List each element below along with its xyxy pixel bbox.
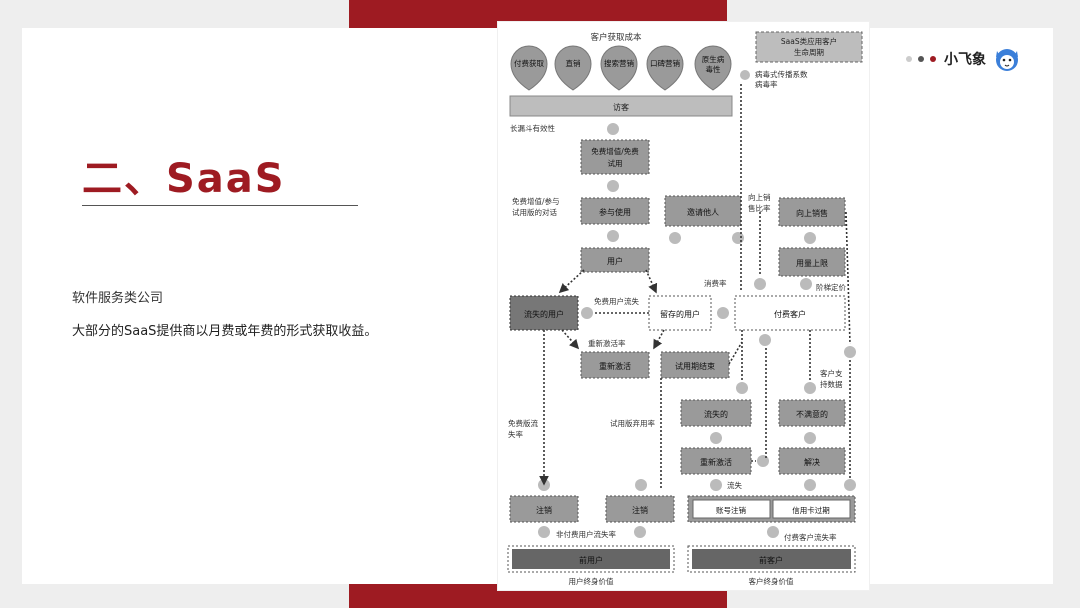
brand-name: 小飞象 [944,52,986,68]
svg-text:付费客户: 付费客户 [774,309,806,319]
channel-pin-paid: 付费获取 [510,45,548,91]
svg-text:邀请他人: 邀请他人 [687,207,719,217]
svg-text:用量上限: 用量上限 [796,259,828,268]
body-text-2: 大部分的SaaS提供商以月费或年费的形式获取收益。 [72,324,378,339]
title-underline [82,205,358,206]
retained-users-box: 留存的用户 [648,295,712,331]
upsell-box: 向上销售 [778,197,846,227]
svg-text:用户: 用户 [607,256,623,266]
paying-churn-label: 付费客户流失率 [784,532,837,542]
svg-text:注销: 注销 [632,505,648,515]
svg-text:流失的用户: 流失的用户 [524,309,564,319]
svg-text:解决: 解决 [804,457,820,467]
svg-text:试用: 试用 [608,158,623,168]
usage-limit-box: 用量上限 [778,247,846,277]
free-churn-label: 免费用户流失 [594,296,639,306]
cancel-box-2: 注销 [605,495,675,523]
unsatisfied-box: 不满意的 [778,399,846,427]
brand-dot-1 [906,56,912,62]
convo-label-2: 试用版的对话 [512,207,557,217]
churned-users-box: 流失的用户 [509,295,579,331]
reactivate2-box: 重新激活 [680,447,752,475]
convo-label-1: 免费增值/参与 [512,196,560,206]
viral-label-2: 病毒率 [755,79,778,89]
paying-customers-box: 付费客户 [734,295,846,331]
saas-lifecycle-diagram: 客户获取成本 SaaS类应用客户 生命周期 付费获取 直销 搜索营销 口碑营销 … [498,22,869,590]
svg-text:向上销售: 向上销售 [796,208,828,218]
account-cancel-box: 账号注销 信用卡过期 [687,495,856,523]
former-customers-box: 前客户 [687,545,856,573]
channel-pin-direct: 直销 [554,45,592,91]
svg-text:付费获取: 付费获取 [514,58,544,68]
free-trial-box: 免费增值/免费 试用 [580,139,650,175]
reactivate-box: 重新激活 [580,351,650,379]
svg-text:SaaS类应用客户: SaaS类应用客户 [781,36,837,46]
svg-text:口碑营销: 口碑营销 [650,58,680,68]
slide-title: 二、SaaS [82,156,286,202]
elephant-mascot-icon [996,49,1018,71]
upsell-rate-2: 售比率 [748,203,771,213]
invite-box: 邀请他人 [664,195,742,227]
svg-text:重新激活: 重新激活 [700,457,732,467]
lifecycle-flowchart: 客户获取成本 SaaS类应用客户 生命周期 付费获取 直销 搜索营销 口碑营销 … [507,31,863,586]
channel-pin-wom: 口碑营销 [646,45,684,91]
viral-label-1: 病毒式传播系数 [755,69,808,79]
svg-text:留存的用户: 留存的用户 [660,309,700,319]
free-loss-label-1: 免费版流 [508,418,538,428]
svg-text:流失的: 流失的 [704,409,728,419]
svg-text:毒性: 毒性 [706,64,721,74]
svg-text:信用卡过期: 信用卡过期 [792,505,830,515]
svg-text:搜索营销: 搜索营销 [604,58,634,68]
brand-dot-2 [918,56,924,62]
cancel-box-1: 注销 [509,495,579,523]
channel-pin-viral: 原生病 毒性 [694,45,732,91]
support-label-1: 客户支 [820,368,843,378]
svg-text:注销: 注销 [536,505,552,515]
svg-text:前用户: 前用户 [579,555,603,565]
nonpaying-churn-label: 非付费用户流失率 [556,529,616,539]
users-box: 用户 [580,247,650,273]
svg-text:参与使用: 参与使用 [599,207,631,217]
svg-text:生命周期: 生命周期 [794,47,824,57]
svg-text:不满意的: 不满意的 [796,409,828,419]
lifecycle-title-box: SaaS类应用客户 生命周期 [755,31,863,63]
support-label-2: 持数据 [820,379,843,389]
resolve-box: 解决 [778,447,846,475]
svg-text:直销: 直销 [566,58,581,68]
churn-label: 流失 [727,480,742,490]
svg-text:账号注销: 账号注销 [716,505,746,515]
channel-pin-search: 搜索营销 [600,45,638,91]
funnel-label: 长漏斗有效性 [510,123,555,133]
lost-box: 流失的 [680,399,752,427]
user-ltv-label: 用户终身价值 [569,576,614,586]
trial-abandon-label: 试用版弃用率 [610,418,655,428]
brand-logo: 小飞象 [906,44,1020,74]
trial-end-box: 试用期结束 [660,351,730,379]
consumption-label: 消费率 [704,278,727,288]
svg-text:前客户: 前客户 [759,555,783,565]
former-users-box: 前用户 [507,545,675,573]
svg-text:重新激活: 重新激活 [599,361,631,371]
free-loss-label-2: 失率 [508,429,523,439]
reactivation-rate-label: 重新激活率 [588,338,626,348]
engage-box: 参与使用 [580,197,650,225]
tiered-label: 阶梯定价 [816,282,846,292]
svg-text:免费增值/免费: 免费增值/免费 [591,146,639,156]
brand-dot-3 [930,56,936,62]
svg-text:试用期结束: 试用期结束 [675,361,715,371]
body-text-1: 软件服务类公司 [72,291,164,306]
visitors-bar: 访客 [509,95,733,117]
upsell-rate-1: 向上销 [748,192,771,202]
customer-ltv-label: 客户终身价值 [749,576,794,586]
header-label: 客户获取成本 [590,32,642,43]
svg-text:访客: 访客 [613,102,629,112]
svg-text:原生病: 原生病 [702,54,725,64]
